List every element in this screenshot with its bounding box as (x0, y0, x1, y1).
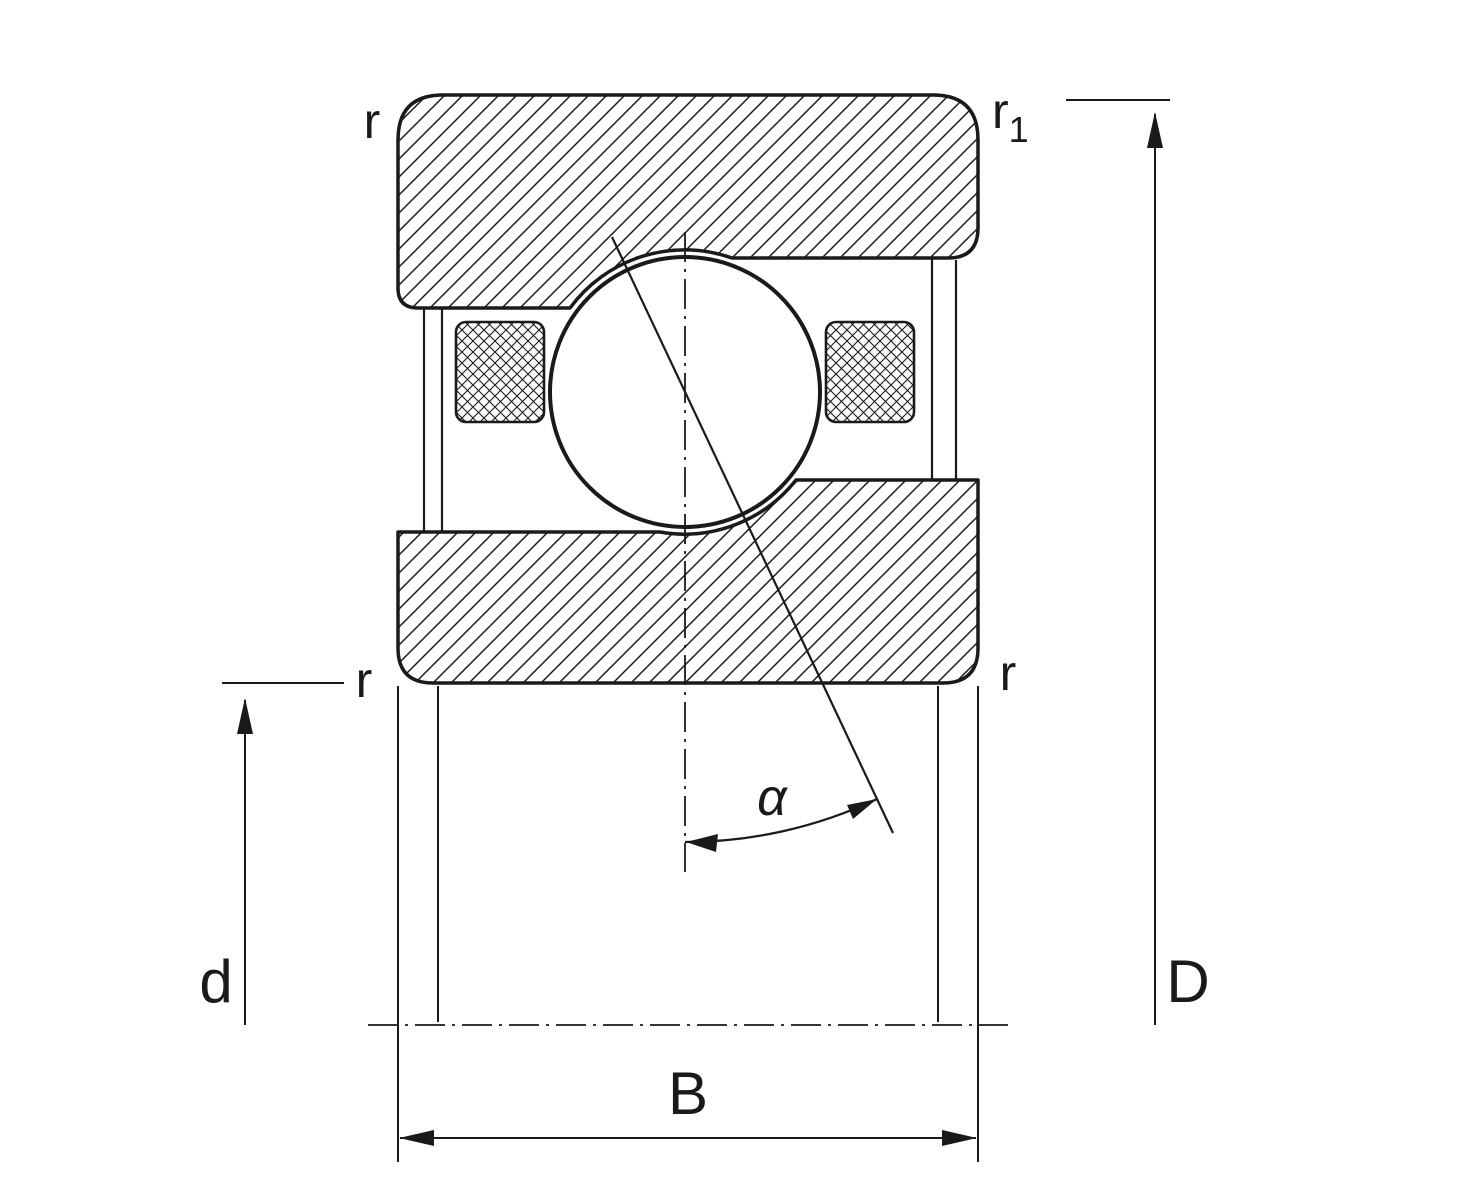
contact-angle-arc-arrow-left (686, 834, 718, 852)
dim-d-label: d (199, 948, 232, 1015)
contact-angle-line (611, 236, 894, 834)
cage-section-left (454, 320, 546, 424)
dim-B-arrowhead-left (399, 1130, 434, 1146)
cage-section-right (824, 320, 916, 424)
dim-B-label: B (668, 1060, 708, 1127)
dim-D-label: D (1166, 948, 1209, 1015)
dim-D-arrowhead (1147, 112, 1163, 148)
inner-ring-section (396, 478, 980, 685)
radius-label-top-right-subscript: 1 (1009, 109, 1029, 150)
contact-angle-arc-arrow-right (847, 799, 877, 819)
outer-ring-section (396, 93, 980, 310)
radius-label-top-left: r (364, 93, 381, 149)
radius-label-top-right-base: r (992, 83, 1009, 139)
radius-label-top-right: r1 (992, 83, 1029, 150)
radius-label-left: r (356, 652, 373, 708)
contact-angle-label: α (757, 769, 788, 827)
dim-d-arrowhead (237, 698, 253, 734)
radius-label-right: r (1000, 645, 1017, 701)
dim-B-arrowhead-right (942, 1130, 977, 1146)
